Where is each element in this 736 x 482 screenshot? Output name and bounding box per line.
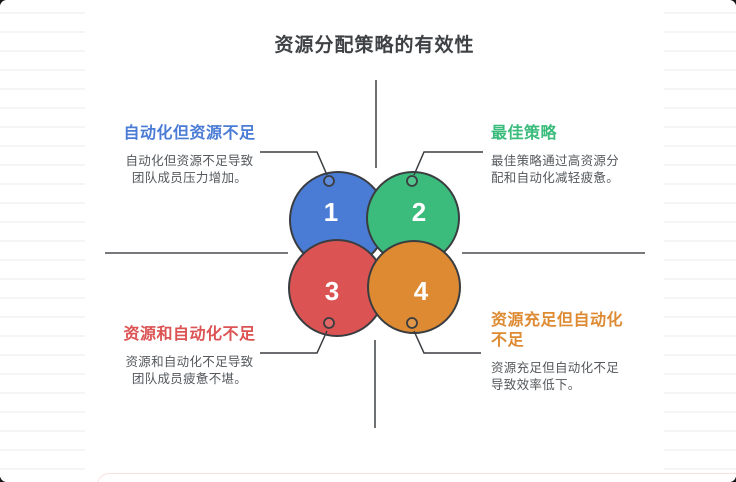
connector-line-1 [260, 151, 328, 176]
quadrant-description-top-left: 自动化但资源不足导致团队成员压力增加。 [125, 154, 254, 185]
quadrant-label-bottom-left: 资源和自动化不足 资源和自动化不足导致团队成员疲惫不堪。 [123, 325, 256, 387]
connector-dot-3 [323, 317, 335, 329]
quadrant-description-bottom-left: 资源和自动化不足导致团队成员疲惫不堪。 [125, 355, 254, 386]
quadrant-description-bottom-right: 资源充足但自动化不足导致效率低下。 [491, 361, 620, 392]
quadrant-label-top-right: 最佳策略 最佳策略通过高资源分配和自动化减轻疲惫。 [491, 124, 626, 186]
quadrant-heading-top-right: 最佳策略 [491, 125, 558, 142]
connector-dot-1 [323, 175, 335, 187]
connector-line-4 [413, 330, 481, 354]
quadrant-description-top-right: 最佳策略通过高资源分配和自动化减轻疲惫。 [491, 154, 620, 185]
connector-line-3 [260, 330, 328, 354]
circle-2-number: 2 [412, 197, 426, 227]
circle-3-number: 3 [325, 276, 339, 306]
quadrant-label-bottom-right: 资源充足但自动化不足 资源充足但自动化不足导致效率低下。 [491, 311, 626, 393]
circle-4 [367, 240, 461, 334]
quadrant-heading-top-left: 自动化但资源不足 [123, 125, 256, 142]
page-title: 资源分配策略的有效性 [274, 35, 475, 56]
bottom-peek-card [97, 473, 736, 482]
connector-dot-4 [406, 317, 418, 329]
connector-dot-2 [406, 175, 418, 187]
quadrant-heading-bottom-right: 资源充足但自动化不足 [491, 312, 624, 349]
connector-line-2 [413, 151, 483, 176]
circle-4-number: 4 [414, 276, 429, 306]
quadrant-label-top-left: 自动化但资源不足 自动化但资源不足导致团队成员压力增加。 [123, 124, 256, 186]
circle-1-number: 1 [324, 197, 338, 227]
quadrant-heading-bottom-left: 资源和自动化不足 [123, 326, 256, 343]
